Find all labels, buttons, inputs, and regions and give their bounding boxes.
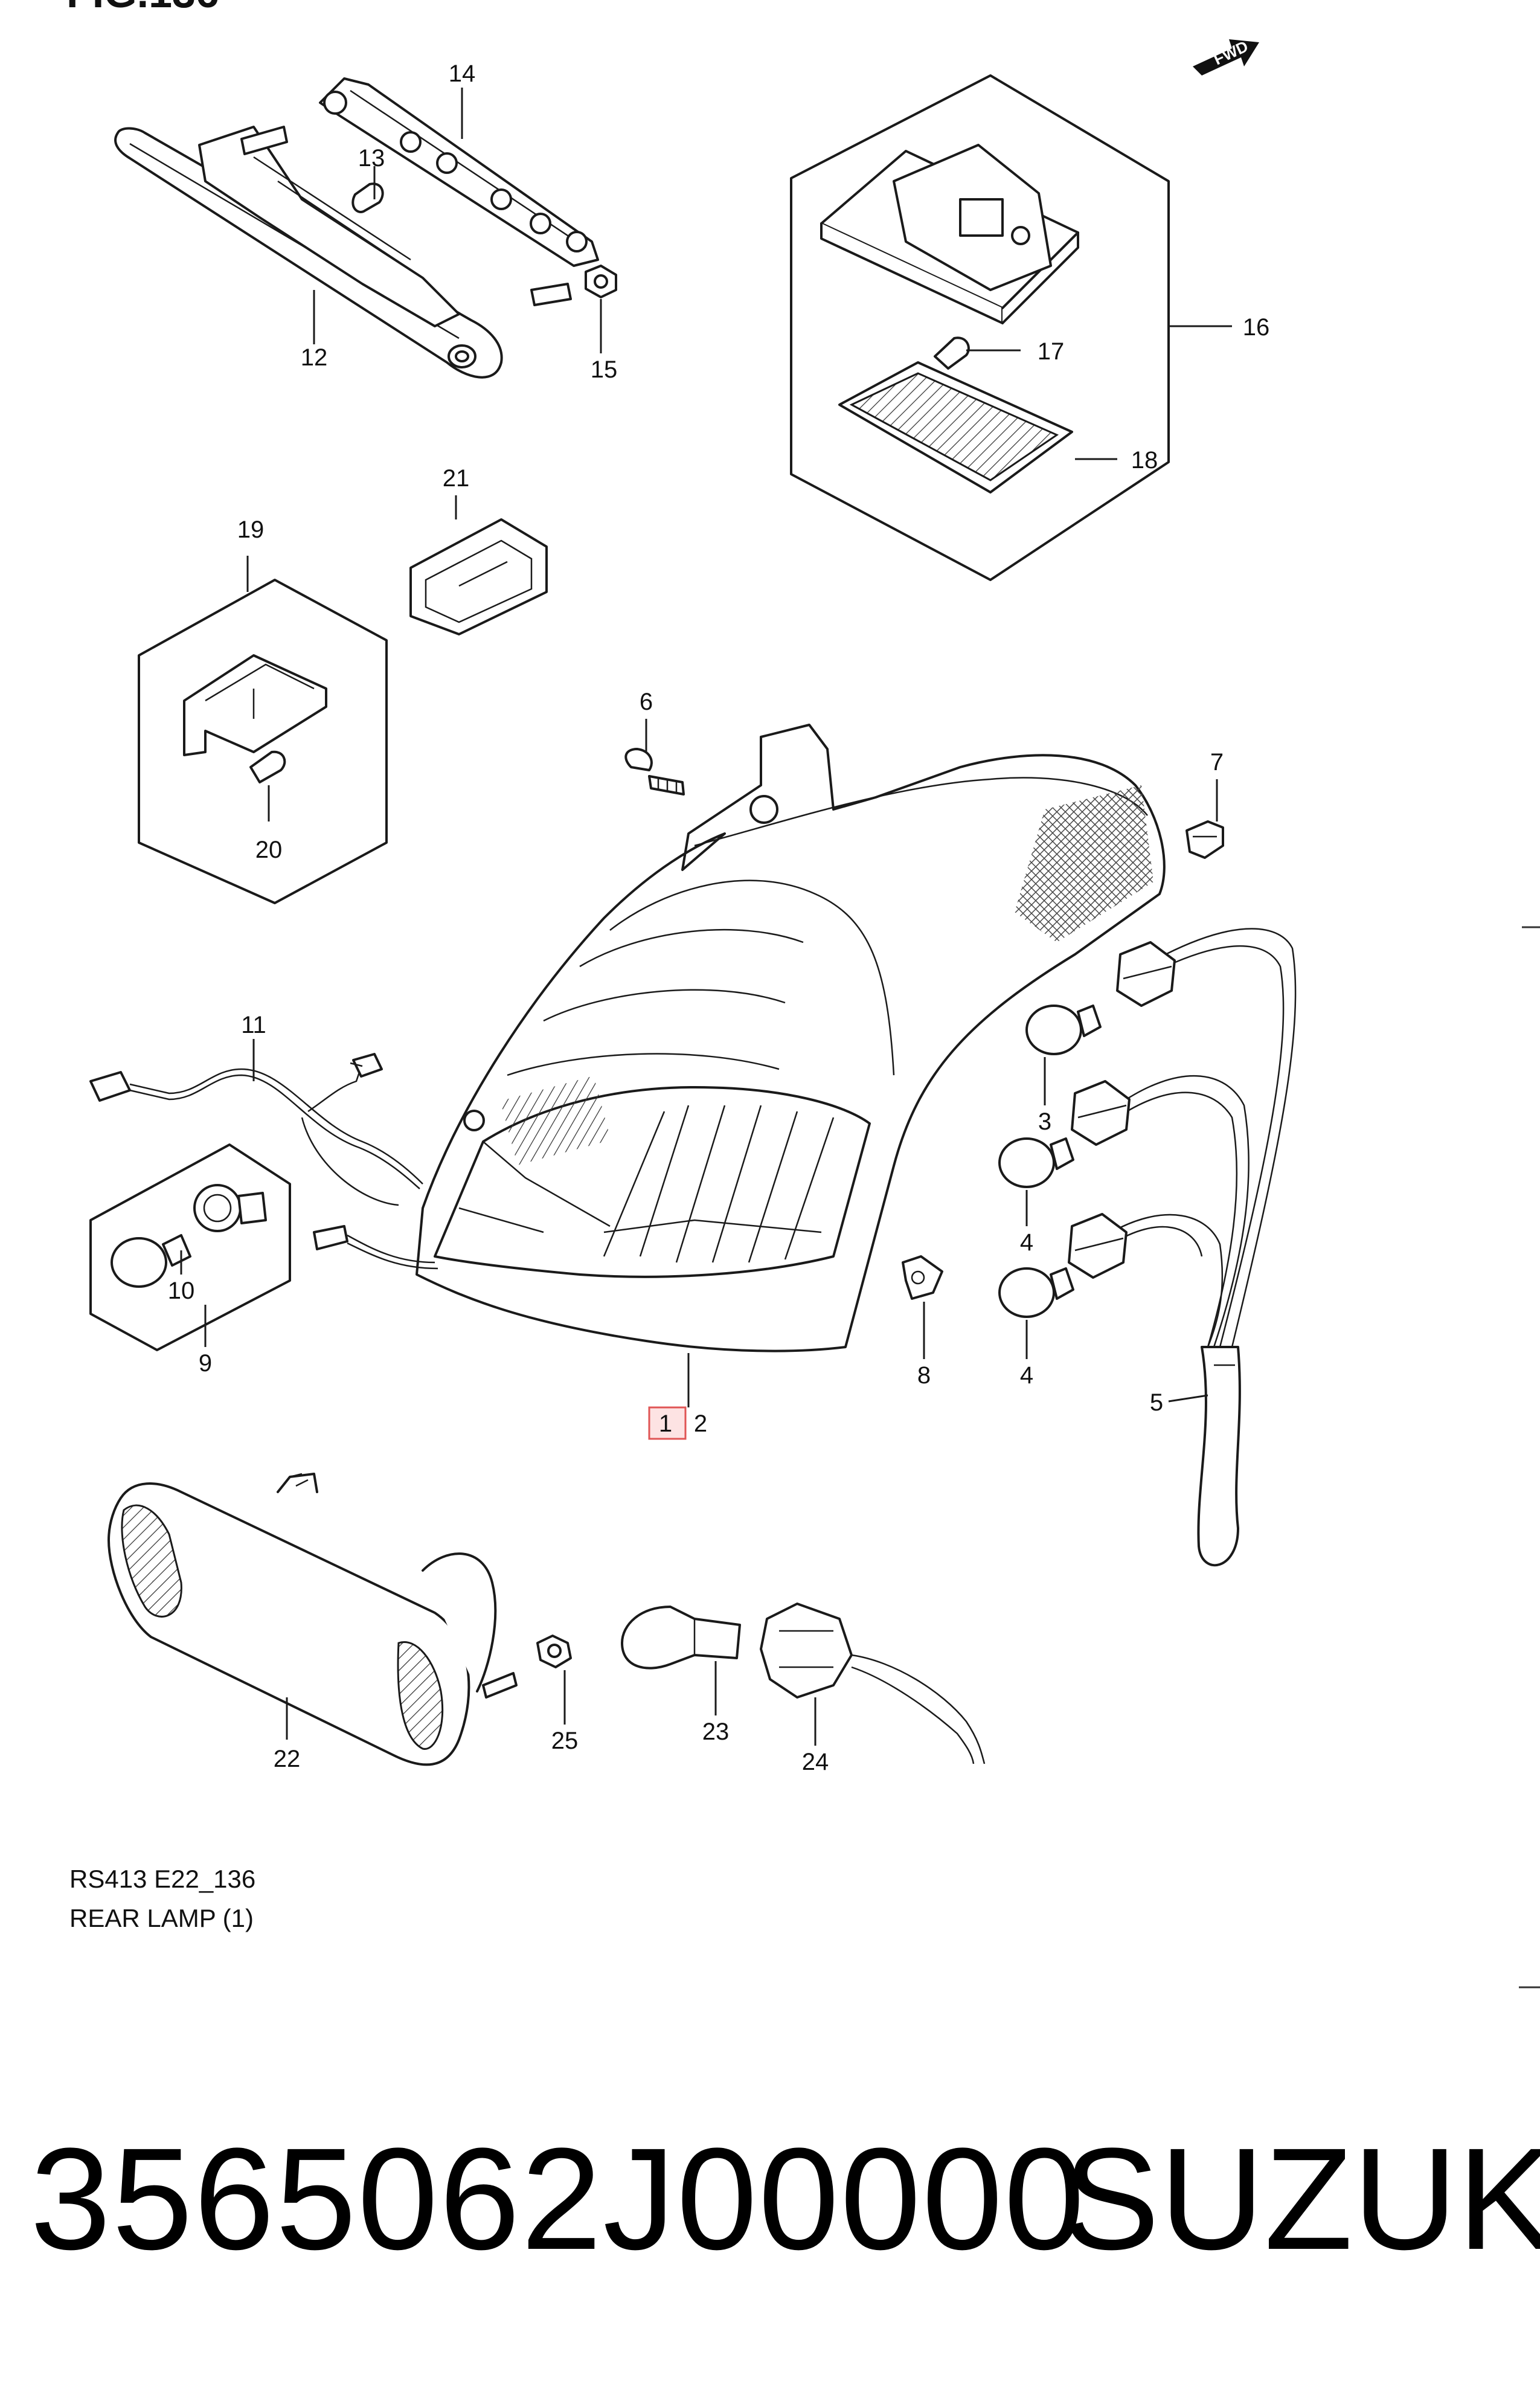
rear-lamp-exploded-view: FIG.136 FWD [66, 0, 1540, 1989]
callout-24[interactable]: 24 [802, 1749, 829, 1775]
license-lens-18 [838, 361, 1073, 494]
bulb-4-upper [998, 1137, 1074, 1188]
parts-diagram: FIG.136 FWD [66, 0, 1540, 1989]
callout-18[interactable]: 18 [1131, 447, 1158, 474]
callout-25[interactable]: 25 [551, 1728, 579, 1754]
screw-6 [624, 748, 685, 796]
highlight-box [648, 1406, 687, 1440]
callout-23[interactable]: 23 [702, 1718, 730, 1745]
license-lamp-group-frame [790, 74, 1170, 581]
socket-9 [193, 1184, 267, 1232]
bulb-20 [249, 750, 286, 783]
nut-15 [585, 265, 617, 298]
callout-4-upper[interactable]: 4 [1020, 1229, 1033, 1256]
callout-3[interactable]: 3 [1038, 1108, 1051, 1135]
leader-lines [180, 88, 1232, 1746]
bulb-23 [621, 1606, 741, 1670]
callout-13[interactable]: 13 [358, 145, 385, 172]
license-bulb-17 [934, 336, 970, 370]
callout-4-lower[interactable]: 4 [1020, 1362, 1033, 1389]
callout-19[interactable]: 19 [237, 516, 265, 543]
socket-24 [760, 1603, 986, 1764]
bulb-3 [1025, 1005, 1102, 1055]
callout-20[interactable]: 20 [255, 837, 283, 863]
rear-combination-lamp [415, 724, 1166, 1352]
stop-lamp-socket-bar [240, 77, 599, 306]
callout-15[interactable]: 15 [591, 356, 618, 383]
callout-1[interactable]: 1 [659, 1410, 672, 1437]
callout-5[interactable]: 5 [1150, 1389, 1163, 1416]
callout-12[interactable]: 12 [301, 344, 328, 371]
socket-upper [1116, 941, 1176, 1007]
bulb-4-lower [998, 1267, 1074, 1318]
callout-numbers: 1 2 3 4 4 5 6 7 8 9 10 11 12 13 14 15 16… [168, 60, 1270, 1775]
diagram-code: RS413 E22_136 [69, 1865, 255, 1893]
high-mount-stop-lamp [114, 126, 503, 379]
callout-6[interactable]: 6 [640, 689, 653, 715]
callout-7[interactable]: 7 [1210, 749, 1224, 776]
wedge-bulb-13 [351, 182, 384, 213]
license-lamp-2-group-frame [138, 579, 388, 904]
socket-harness-5 [1068, 928, 1297, 1567]
callout-21[interactable]: 21 [443, 465, 470, 492]
brand-name: SUZUKI [1063, 2118, 1540, 2280]
fwd-arrow-icon: FWD [1193, 37, 1259, 76]
callout-9[interactable]: 9 [199, 1350, 212, 1377]
side-marker-group-frame [89, 1143, 291, 1351]
socket-middle [1071, 1080, 1131, 1146]
callout-14[interactable]: 14 [449, 60, 476, 87]
diagram-title: REAR LAMP (1) [69, 1904, 254, 1932]
lamp-holder-19 [183, 654, 327, 756]
bulb-10 [111, 1234, 191, 1288]
callout-10[interactable]: 10 [168, 1278, 195, 1304]
wire-harness-11 [89, 1053, 438, 1270]
clip-7 [1185, 820, 1224, 859]
callout-22[interactable]: 22 [274, 1746, 301, 1772]
nut-25 [536, 1635, 572, 1668]
clip-8 [902, 1255, 943, 1300]
callout-17[interactable]: 17 [1038, 338, 1065, 365]
license-lamp-housing-16 [820, 144, 1079, 324]
socket-lower [1068, 1213, 1128, 1279]
callout-8[interactable]: 8 [917, 1362, 931, 1389]
license-lens-21 [409, 518, 548, 635]
side-marker-lamp-22 [107, 1473, 518, 1766]
callout-16[interactable]: 16 [1243, 314, 1270, 341]
figure-header: FIG.136 [66, 0, 219, 16]
callout-2[interactable]: 2 [694, 1410, 707, 1437]
part-number: 3565062J00000 [30, 2118, 1086, 2280]
callout-11[interactable]: 11 [241, 1012, 266, 1038]
footer-strip [0, 1993, 1540, 2392]
